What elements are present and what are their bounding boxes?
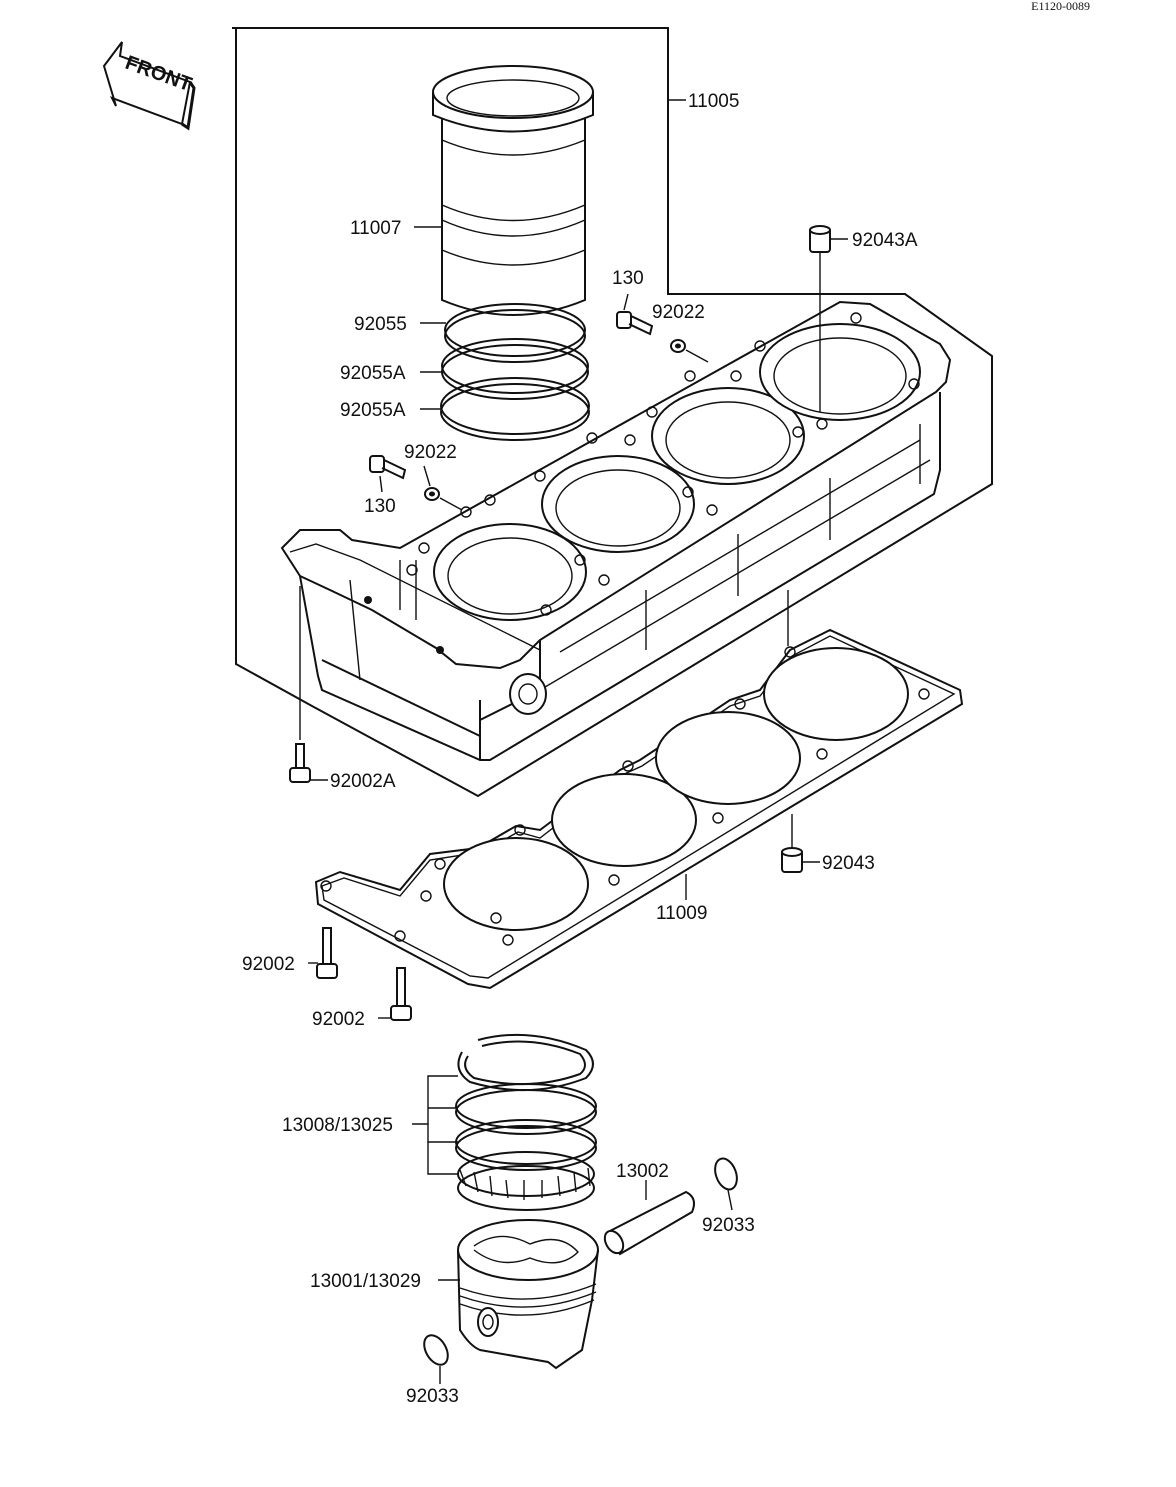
label-11009: 11009: [656, 903, 707, 924]
bolt-92002A: [289, 586, 311, 783]
piston: [457, 1219, 599, 1370]
part-labels: 11005 11007 92055 92055A 92055A 130 9202…: [242, 91, 918, 1407]
label-92022-top: 92022: [652, 302, 705, 323]
cylinder-liner: [432, 65, 594, 316]
bolt-92002-left: [316, 927, 338, 979]
piston-pin: [603, 1180, 695, 1256]
label-92002-2: 92002: [312, 1009, 365, 1030]
label-130-top: 130: [612, 268, 644, 289]
head-gasket: [314, 590, 964, 990]
bolt-92002-right: [390, 967, 412, 1021]
label-13001-13029: 13001/13029: [310, 1271, 421, 1292]
label-92002A: 92002A: [330, 771, 396, 792]
label-92043A: 92043A: [852, 230, 918, 251]
label-13002: 13002: [616, 1161, 669, 1182]
label-92033-right: 92033: [702, 1215, 755, 1236]
label-92055A-2: 92055A: [340, 400, 406, 421]
circlip-bottom: [423, 1334, 449, 1366]
label-92055A-1: 92055A: [340, 363, 406, 384]
liner-rings: [440, 303, 590, 441]
reference-code: E1120-0089: [1031, 0, 1090, 13]
label-92002-1: 92002: [242, 954, 295, 975]
label-92055: 92055: [354, 314, 407, 335]
label-130-left: 130: [364, 496, 396, 517]
label-11007: 11007: [350, 218, 401, 239]
front-arrow-icon: FRONT: [102, 41, 196, 131]
dowel-pin-bottom: [781, 814, 803, 873]
dowel-pin-top: [809, 225, 831, 412]
bolt-130-left: [369, 455, 463, 511]
piston-rings: [455, 1033, 597, 1211]
assembly-outline: [232, 27, 993, 798]
cylinder-block: [280, 300, 952, 761]
bolt-130-top: [616, 293, 709, 363]
label-11005: 11005: [688, 91, 739, 112]
label-92022-left: 92022: [404, 442, 457, 463]
label-13008-13025: 13008/13025: [282, 1115, 393, 1136]
circlip-right: [714, 1157, 738, 1191]
label-92033-bottom: 92033: [406, 1386, 459, 1407]
label-92043: 92043: [822, 853, 875, 874]
leader-lines: [308, 99, 848, 1384]
